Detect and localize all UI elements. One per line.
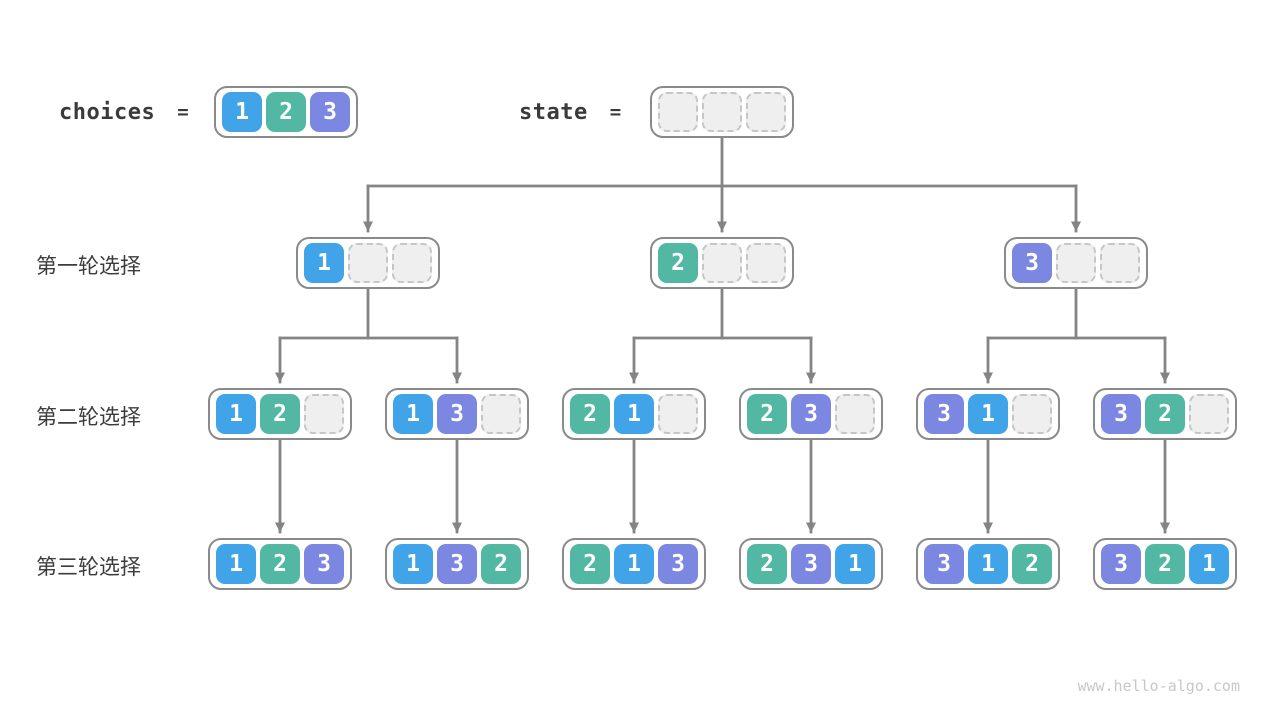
value-cell-1: 1 <box>968 394 1008 434</box>
state-label: state <box>519 99 588 125</box>
value-cell-1: 1 <box>1189 544 1229 584</box>
value-cell-1: 1 <box>216 544 256 584</box>
value-cell-2: 2 <box>1012 544 1052 584</box>
value-cell-2: 2 <box>266 92 306 132</box>
empty-cell <box>304 394 344 434</box>
round-2-label: 第二轮选择 <box>36 406 141 429</box>
value-cell-1: 1 <box>835 544 875 584</box>
value-cell-3: 3 <box>304 544 344 584</box>
empty-cell <box>835 394 875 434</box>
value-cell-1: 1 <box>614 394 654 434</box>
value-cell-2: 2 <box>260 544 300 584</box>
value-cell-2: 2 <box>658 243 698 283</box>
value-cell-3: 3 <box>658 544 698 584</box>
round-1-label: 第一轮选择 <box>36 255 141 278</box>
round1-state-box: 2 <box>650 237 794 289</box>
empty-cell <box>1056 243 1096 283</box>
round-3-label: 第三轮选择 <box>36 556 141 579</box>
watermark: www.hello-algo.com <box>1077 677 1240 695</box>
choices-equals-sign: = <box>177 101 190 123</box>
empty-cell <box>481 394 521 434</box>
value-cell-2: 2 <box>1145 394 1185 434</box>
empty-cell <box>746 243 786 283</box>
empty-cell <box>1100 243 1140 283</box>
value-cell-1: 1 <box>222 92 262 132</box>
empty-cell <box>1012 394 1052 434</box>
value-cell-1: 1 <box>614 544 654 584</box>
value-cell-2: 2 <box>570 394 610 434</box>
round1-state-box: 3 <box>1004 237 1148 289</box>
empty-cell <box>658 394 698 434</box>
value-cell-1: 1 <box>968 544 1008 584</box>
value-cell-3: 3 <box>437 394 477 434</box>
value-cell-3: 3 <box>1101 394 1141 434</box>
state-label-group: state = <box>519 86 622 138</box>
value-cell-2: 2 <box>747 544 787 584</box>
value-cell-2: 2 <box>747 394 787 434</box>
empty-cell <box>348 243 388 283</box>
value-cell-3: 3 <box>791 544 831 584</box>
value-cell-3: 3 <box>924 394 964 434</box>
round1-state-box: 1 <box>296 237 440 289</box>
value-cell-3: 3 <box>1012 243 1052 283</box>
empty-cell <box>746 92 786 132</box>
value-cell-1: 1 <box>304 243 344 283</box>
choices-label: choices <box>59 99 156 125</box>
value-cell-3: 3 <box>310 92 350 132</box>
empty-cell <box>702 243 742 283</box>
value-cell-2: 2 <box>570 544 610 584</box>
value-cell-1: 1 <box>393 544 433 584</box>
empty-cell <box>658 92 698 132</box>
value-cell-3: 3 <box>437 544 477 584</box>
state-equals-sign: = <box>609 101 622 123</box>
choices-label-group: choices = <box>59 86 189 138</box>
empty-cell <box>392 243 432 283</box>
value-cell-1: 1 <box>393 394 433 434</box>
value-cell-2: 2 <box>1145 544 1185 584</box>
value-cell-1: 1 <box>216 394 256 434</box>
value-cell-3: 3 <box>1101 544 1141 584</box>
empty-cell <box>1189 394 1229 434</box>
empty-cell <box>702 92 742 132</box>
value-cell-2: 2 <box>260 394 300 434</box>
value-cell-2: 2 <box>481 544 521 584</box>
value-cell-3: 3 <box>791 394 831 434</box>
value-cell-3: 3 <box>924 544 964 584</box>
state-box <box>650 86 794 138</box>
